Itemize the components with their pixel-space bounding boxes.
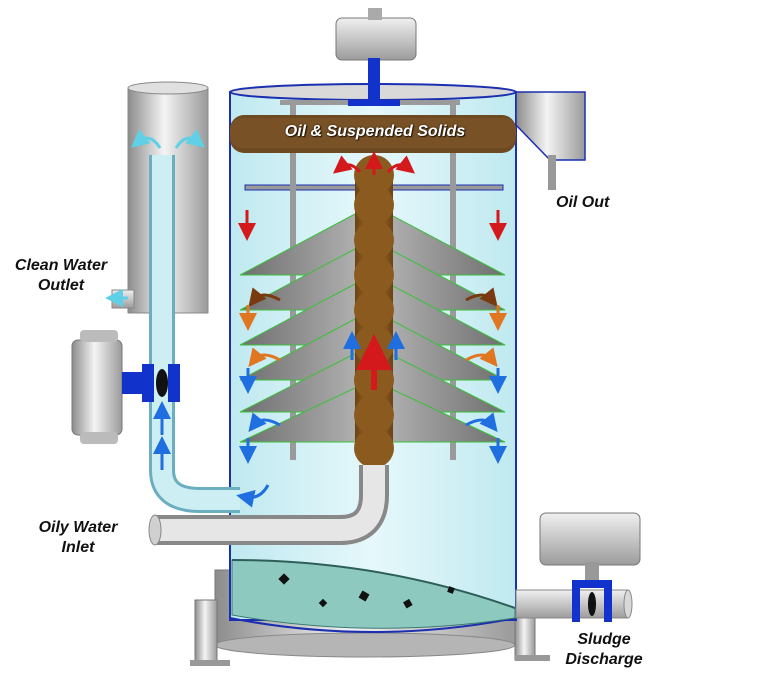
oil-suspended-solids-label: Oil & Suspended Solids [230,122,520,142]
clean-water-pipe [112,82,240,500]
oily-water-inlet-label-line2: Inlet [28,538,128,558]
oil-column [354,155,394,468]
sludge-discharge-label-line1: Sludge [556,630,652,650]
clean-water-outlet-label-line1: Clean Water [6,256,116,276]
clean-water-outlet-label-line2: Outlet [6,276,116,296]
oil-out-label: Oil Out [556,193,609,213]
clean-water-outlet-label: Clean Water Outlet [6,256,116,296]
sludge-valve [516,513,640,622]
oily-water-inlet-label: Oily Water Inlet [28,518,128,558]
sludge-discharge-label-line2: Discharge [556,650,652,670]
oily-water-inlet-label-line1: Oily Water [28,518,128,538]
oil-out-trough [516,92,585,190]
sludge-discharge-label: Sludge Discharge [556,630,652,670]
